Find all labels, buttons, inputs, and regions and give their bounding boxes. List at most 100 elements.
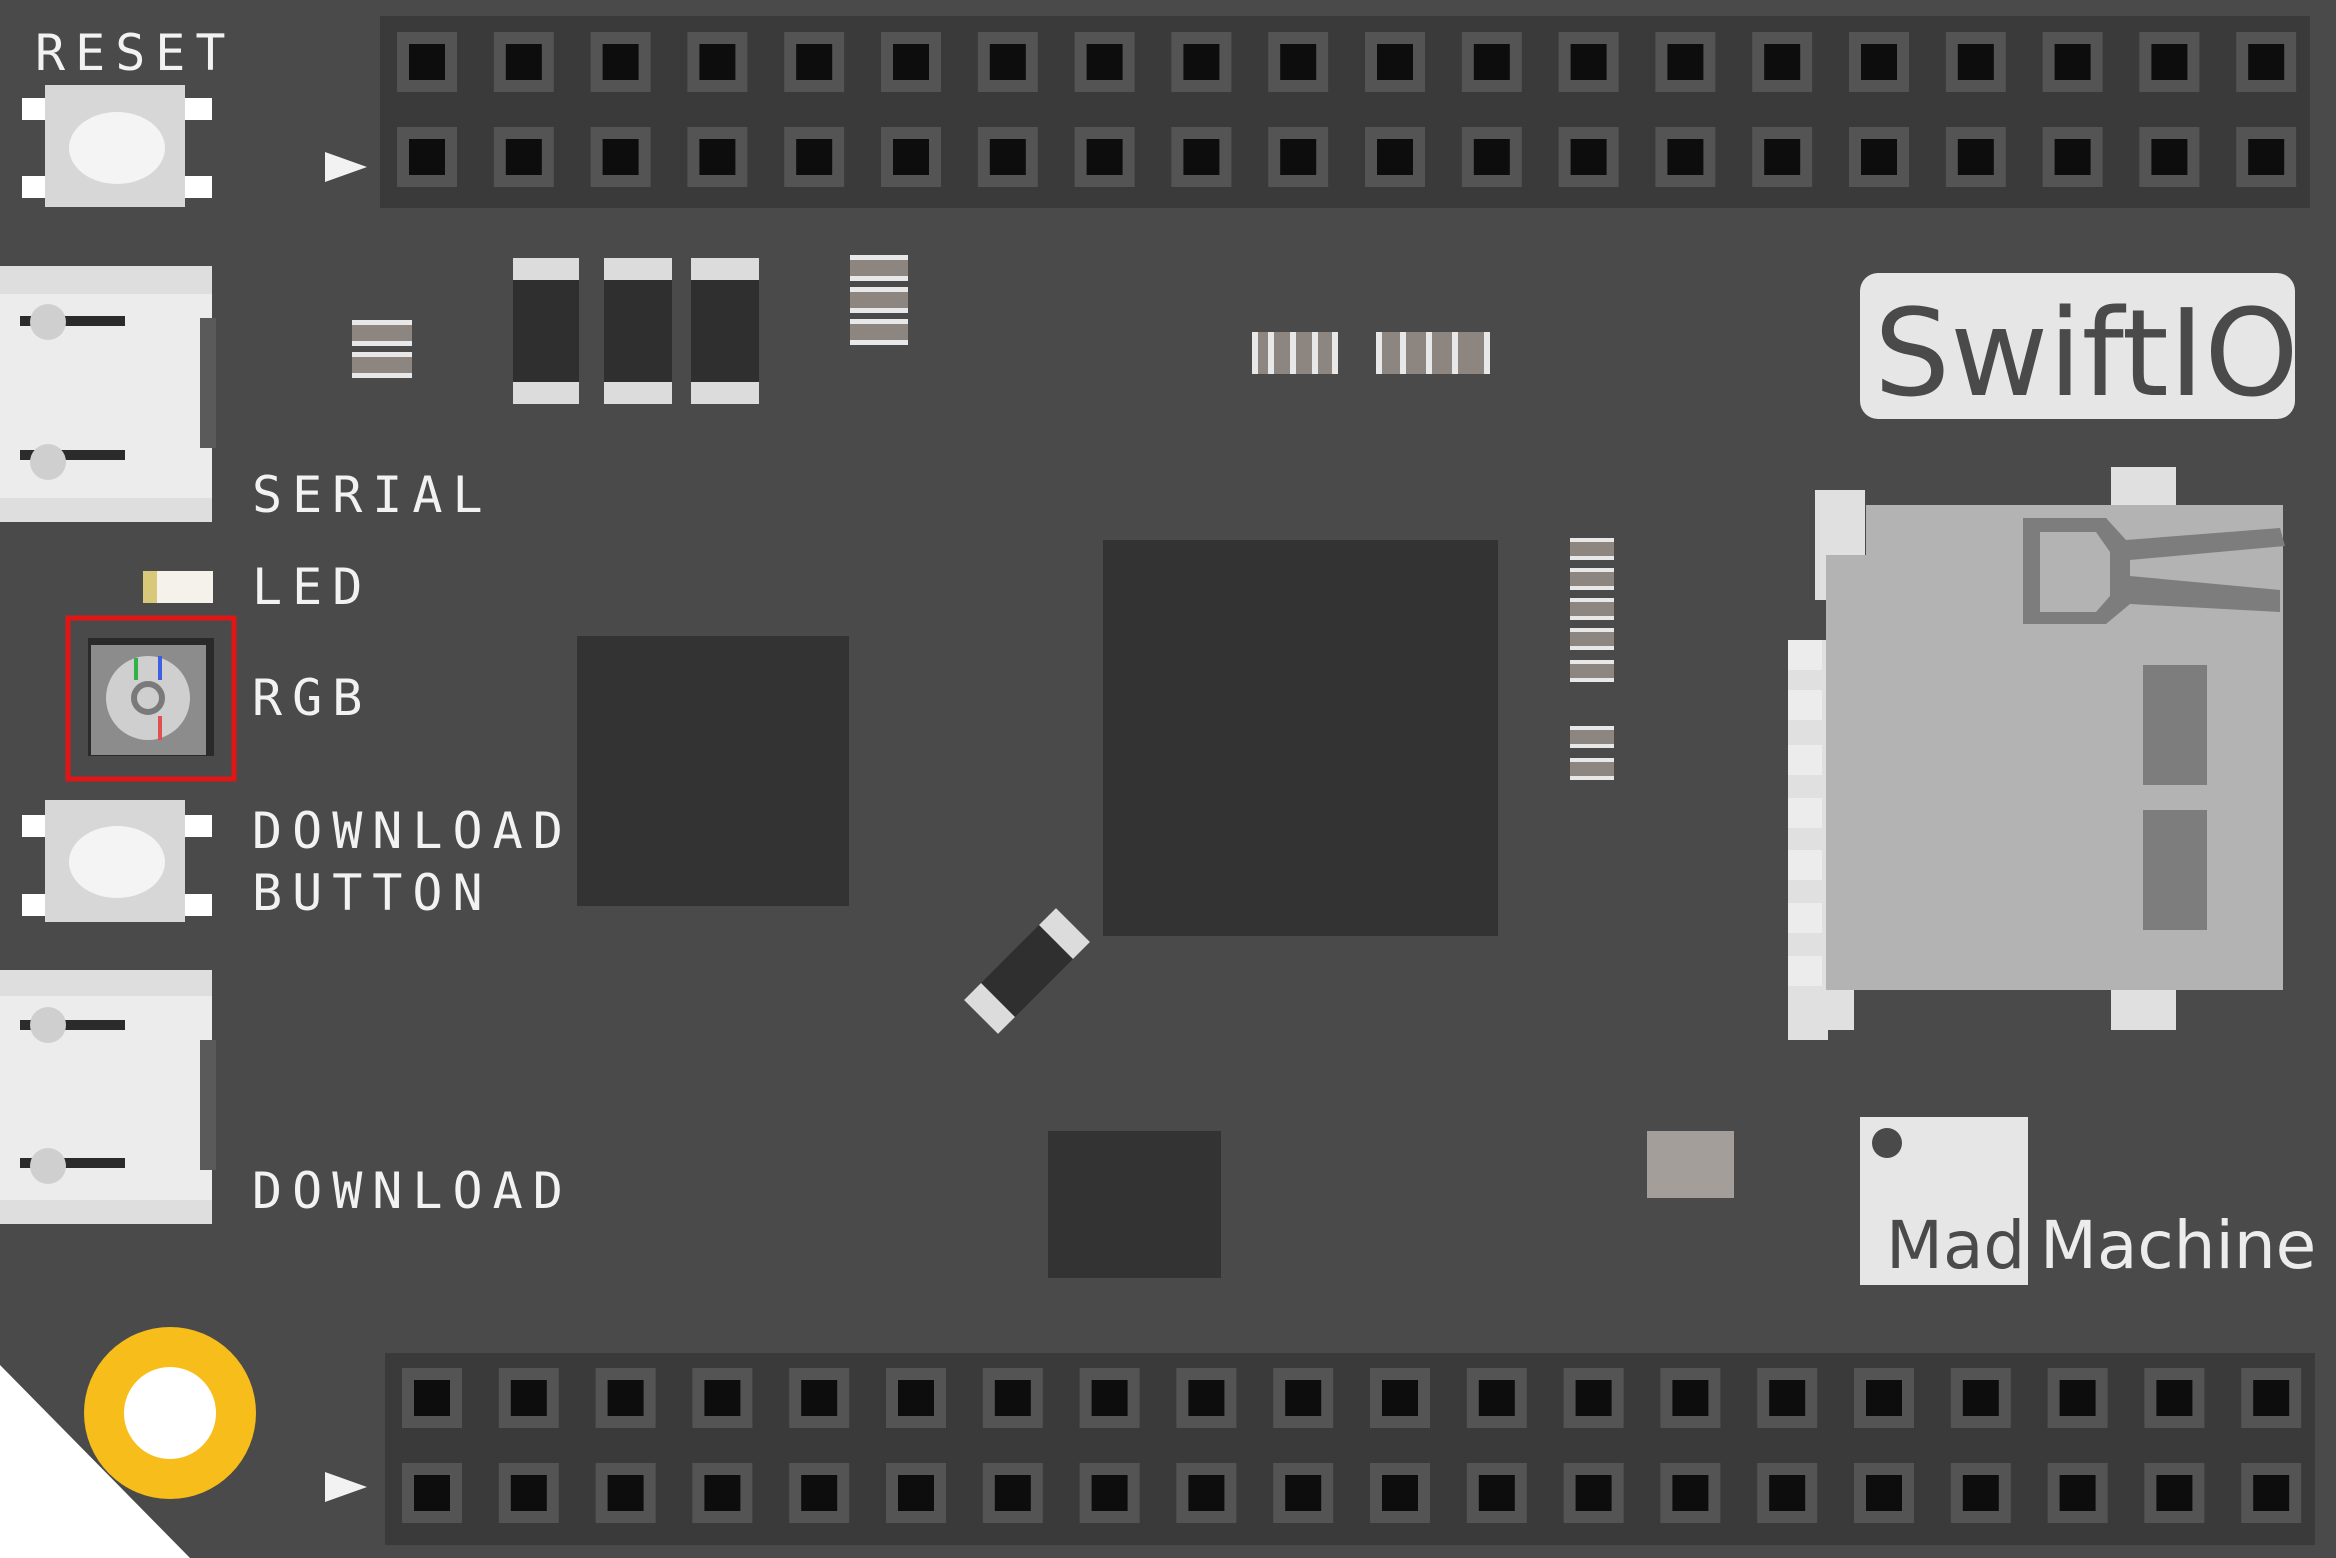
pin-hole xyxy=(1861,139,1897,175)
pin-hole xyxy=(1183,44,1220,80)
pin-hole xyxy=(2151,139,2188,175)
pin-hole xyxy=(989,44,1026,80)
pin-hole xyxy=(893,139,929,175)
diagonal-diode xyxy=(964,908,1090,1034)
pin-hole xyxy=(1188,1475,1225,1511)
pin-hole xyxy=(505,44,542,80)
pin-hole xyxy=(602,44,639,80)
pin-hole xyxy=(994,1475,1031,1511)
serial-label: SERIAL xyxy=(252,466,493,524)
pin-hole xyxy=(1377,44,1413,80)
pin-hole xyxy=(1861,44,1897,80)
pin-hole xyxy=(1183,139,1220,175)
pin-hole xyxy=(505,139,542,175)
pin-hole xyxy=(1086,44,1123,80)
pin-hole xyxy=(2253,1380,2290,1416)
pin-hole xyxy=(1769,1380,1806,1416)
pin-hole xyxy=(510,1380,547,1416)
pin-hole xyxy=(414,1380,450,1416)
pin-hole xyxy=(1285,1475,1322,1511)
pin-hole xyxy=(2248,139,2285,175)
pin-hole xyxy=(1764,44,1801,80)
inductor-block-2 xyxy=(604,258,672,404)
pin-hole xyxy=(801,1380,838,1416)
sd-card-slot[interactable] xyxy=(1788,467,2285,1040)
resistor-stack-top xyxy=(850,255,908,345)
rgb-highlight-box xyxy=(65,615,237,782)
reset-button[interactable] xyxy=(22,85,212,207)
download-button-label-line2: BUTTON xyxy=(252,864,493,922)
resistor-stack-right xyxy=(1570,538,1614,780)
resistor-row-4 xyxy=(1376,332,1490,374)
pin-hole xyxy=(1575,1380,1612,1416)
pin-hole xyxy=(602,139,639,175)
pin-hole xyxy=(796,139,833,175)
download-label: DOWNLOAD xyxy=(252,1162,573,1220)
pin-hole xyxy=(2248,44,2285,80)
top-pin-header xyxy=(380,16,2310,208)
pin-hole xyxy=(2054,44,2091,80)
pin-hole xyxy=(1764,139,1801,175)
pin-hole xyxy=(1672,1380,1709,1416)
pin-hole xyxy=(1382,1475,1418,1511)
pin-hole xyxy=(1091,1380,1128,1416)
pin-hole xyxy=(796,44,833,80)
serial-usb-port[interactable] xyxy=(0,266,216,522)
download-button-label-line1: DOWNLOAD xyxy=(252,802,573,860)
maker-word1: Mad xyxy=(1886,1207,2025,1284)
pin-hole xyxy=(409,139,445,175)
bottom-pin1-marker-icon xyxy=(325,1472,367,1502)
bottom-pin-header xyxy=(385,1353,2315,1545)
pin-hole xyxy=(1957,44,1994,80)
pin-hole xyxy=(1091,1475,1128,1511)
pin-hole xyxy=(1280,44,1317,80)
pin-hole xyxy=(2156,1475,2193,1511)
inductor-block-1 xyxy=(513,258,579,404)
pin-hole xyxy=(1280,139,1317,175)
download-button[interactable] xyxy=(22,800,212,922)
pin-hole xyxy=(607,1475,644,1511)
pin-hole xyxy=(2156,1380,2193,1416)
led-label: LED xyxy=(252,558,372,616)
pin-hole xyxy=(989,139,1026,175)
pin-hole xyxy=(1667,139,1704,175)
mad-machine-logo: Mad Machine xyxy=(1860,1117,2316,1285)
rgb-led xyxy=(88,638,214,756)
pin-hole xyxy=(893,44,929,80)
pin-hole xyxy=(1667,44,1704,80)
pin-hole xyxy=(1575,1475,1612,1511)
pin-hole xyxy=(1473,44,1510,80)
pin-hole xyxy=(1957,139,1994,175)
pin-hole xyxy=(704,1475,741,1511)
pin-hole xyxy=(1285,1380,1322,1416)
status-led xyxy=(143,571,213,603)
pin-hole xyxy=(2054,139,2091,175)
pin-hole xyxy=(1570,139,1607,175)
pin-hole xyxy=(1962,1475,1999,1511)
pin-hole xyxy=(510,1475,547,1511)
pin-hole xyxy=(898,1380,934,1416)
flash-chip xyxy=(577,636,849,906)
mount-hole-icon xyxy=(84,1327,256,1499)
pin-hole xyxy=(1866,1475,1902,1511)
pin-hole xyxy=(2253,1475,2290,1511)
pin-hole xyxy=(898,1475,934,1511)
reset-label: RESET xyxy=(35,24,236,82)
pin-hole xyxy=(2059,1475,2096,1511)
pin-hole xyxy=(1769,1475,1806,1511)
pin-hole xyxy=(2059,1380,2096,1416)
maker-word2: Machine xyxy=(2040,1207,2316,1284)
pin-hole xyxy=(1962,1380,1999,1416)
download-usb-port[interactable] xyxy=(0,970,216,1224)
resistor-row-3 xyxy=(1252,332,1338,374)
small-chip xyxy=(1048,1131,1221,1278)
pin-hole xyxy=(1866,1380,1902,1416)
pin-hole xyxy=(1478,1475,1515,1511)
pin-hole xyxy=(1086,139,1123,175)
pin-hole xyxy=(801,1475,838,1511)
pin-hole xyxy=(607,1380,644,1416)
mcu-chip xyxy=(1103,540,1498,936)
pin-hole xyxy=(1188,1380,1225,1416)
pin-hole xyxy=(704,1380,741,1416)
pin-hole xyxy=(699,44,736,80)
